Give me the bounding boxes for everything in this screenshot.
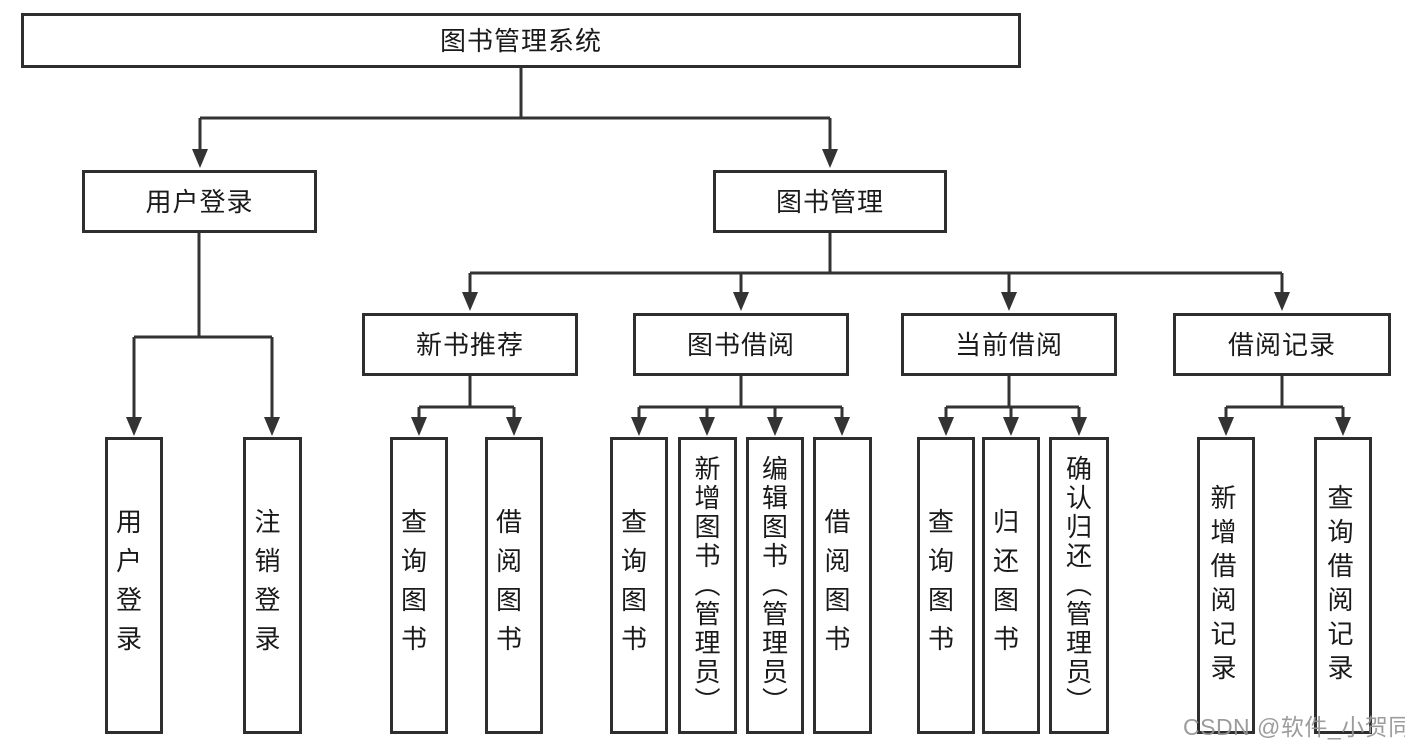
node-leaf-user-login: 用户登录 (105, 437, 163, 734)
node-leaf-query-books: 查询图书 (610, 437, 668, 734)
node-label: 新增图书（管理员） (691, 455, 721, 716)
node-label: 借阅图书 (492, 507, 523, 664)
node-current-borrow: 当前借阅 (901, 313, 1117, 376)
node-borrow-record: 借阅记录 (1173, 313, 1391, 376)
node-label: 确认归还（管理员） (1062, 455, 1093, 716)
node-book-management: 图书管理 (713, 170, 947, 233)
node-leaf-logout: 注销登录 (243, 437, 302, 734)
node-leaf-confirm-return-admin: 确认归还（管理员） (1049, 437, 1109, 734)
node-leaf-add-books-admin: 新增图书（管理员） (678, 437, 737, 734)
node-leaf-query-borrow-record: 查询借阅记录 (1314, 437, 1372, 734)
node-leaf-query-books: 查询图书 (390, 437, 448, 734)
node-label: 当前借阅 (954, 329, 1063, 360)
node-root-system: 图书管理系统 (21, 13, 1021, 68)
node-label: 借阅记录 (1227, 329, 1336, 360)
node-leaf-borrow-books: 借阅图书 (813, 437, 872, 734)
node-label: 用户登录 (145, 186, 254, 217)
node-label: 查询图书 (924, 507, 955, 664)
node-label: 注销登录 (251, 507, 281, 664)
node-leaf-add-borrow-record: 新增借阅记录 (1197, 437, 1255, 734)
node-leaf-query-books: 查询图书 (917, 437, 975, 734)
arrowheads (126, 149, 1351, 436)
csdn-watermark: CSDN @软件_小贺同学 (1183, 714, 1405, 740)
node-label: 查询图书 (617, 507, 648, 664)
node-label: 借阅图书 (821, 507, 851, 664)
node-leaf-edit-books-admin: 编辑图书（管理员） (746, 437, 804, 734)
node-label: 查询借阅记录 (1324, 483, 1354, 688)
node-label: 新增借阅记录 (1207, 483, 1237, 688)
node-label: 查询图书 (397, 507, 428, 664)
node-label: 图书管理系统 (439, 25, 602, 56)
node-label: 用户登录 (112, 507, 143, 664)
node-new-book-recommend: 新书推荐 (362, 313, 578, 376)
node-label: 图书借阅 (686, 329, 795, 360)
node-label: 图书管理 (775, 186, 884, 217)
node-label: 新书推荐 (415, 329, 524, 360)
node-label: 归还图书 (989, 507, 1020, 664)
node-leaf-return-books: 归还图书 (982, 437, 1040, 734)
node-user-login: 用户登录 (82, 170, 317, 233)
node-label: 编辑图书（管理员） (758, 455, 789, 716)
node-leaf-borrow-books: 借阅图书 (485, 437, 543, 734)
node-book-borrow: 图书借阅 (633, 313, 849, 376)
